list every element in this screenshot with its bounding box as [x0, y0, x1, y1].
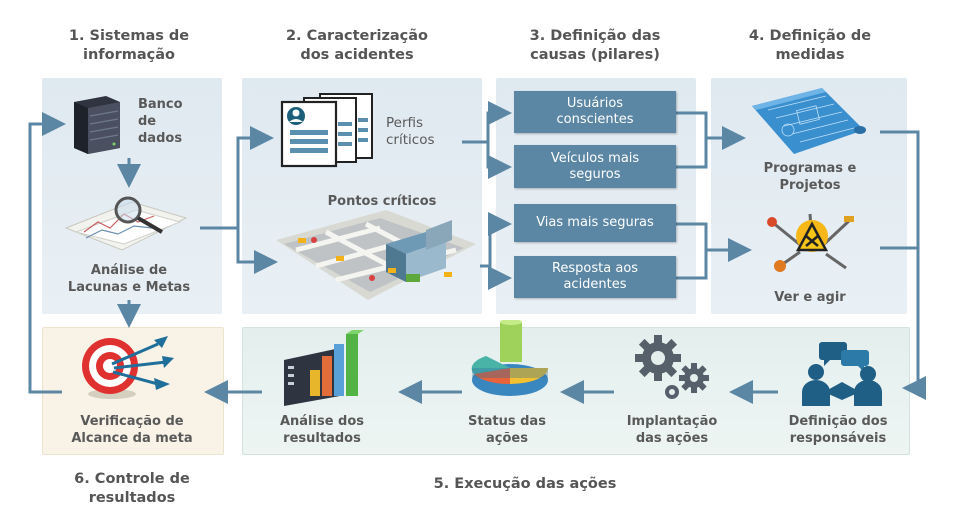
step-2-title: 2. Caracterização dos acidentes: [285, 28, 429, 63]
step-1-title: 1. Sistemas de informação: [68, 28, 190, 63]
actions-status-label: Status das ações: [468, 414, 546, 446]
critical-profiles-label: Perfis críticos: [386, 115, 435, 148]
pillar-aware-users: Usuários conscientes: [514, 91, 676, 133]
goal-verification-label: Verificação de Alcance da meta: [71, 414, 193, 446]
meeting-people-icon: [802, 342, 882, 406]
pillar-safer-roads: Vias mais seguras: [514, 204, 676, 242]
step-6-title: 6. Controle de resultados: [74, 471, 190, 506]
panel-control: [42, 327, 224, 455]
bar-chart-icon: [284, 330, 364, 406]
pillar-safer-vehicles: Veículos mais seguros: [514, 145, 676, 188]
responsible-definition-label: Definição dos responsáveis: [788, 414, 888, 446]
blueprint-icon: [752, 88, 866, 154]
tools-warning-icon: [767, 213, 854, 272]
critical-points-label: Pontos críticos: [327, 194, 437, 209]
implementation-label: Implantação das ações: [626, 414, 718, 446]
gap-analysis-label: Análise de Lacunas e Metas: [67, 263, 191, 295]
results-analysis-label: Análise dos resultados: [279, 414, 365, 446]
server-icon: [74, 96, 120, 154]
gears-icon: [635, 335, 709, 399]
step-3-title: 3. Definição das causas (pilares): [529, 28, 661, 63]
panel-information-systems: [42, 78, 222, 314]
pie-chart-icon: [471, 320, 548, 396]
step-5-title: 5. Execução das ações: [433, 476, 617, 492]
step-4-title: 4. Definição de medidas: [748, 28, 872, 63]
magnifier-on-charts-icon: [64, 196, 188, 251]
programs-projects-label: Programas e Projetos: [763, 161, 857, 193]
target-darts-icon: [82, 336, 174, 399]
city-map-icon: [276, 210, 476, 300]
profile-documents-icon: [280, 93, 373, 168]
pillar-accident-response: Resposta aos acidentes: [514, 256, 676, 298]
database-label: Banco de dados: [138, 97, 183, 146]
see-and-act-label: Ver e agir: [774, 290, 846, 305]
